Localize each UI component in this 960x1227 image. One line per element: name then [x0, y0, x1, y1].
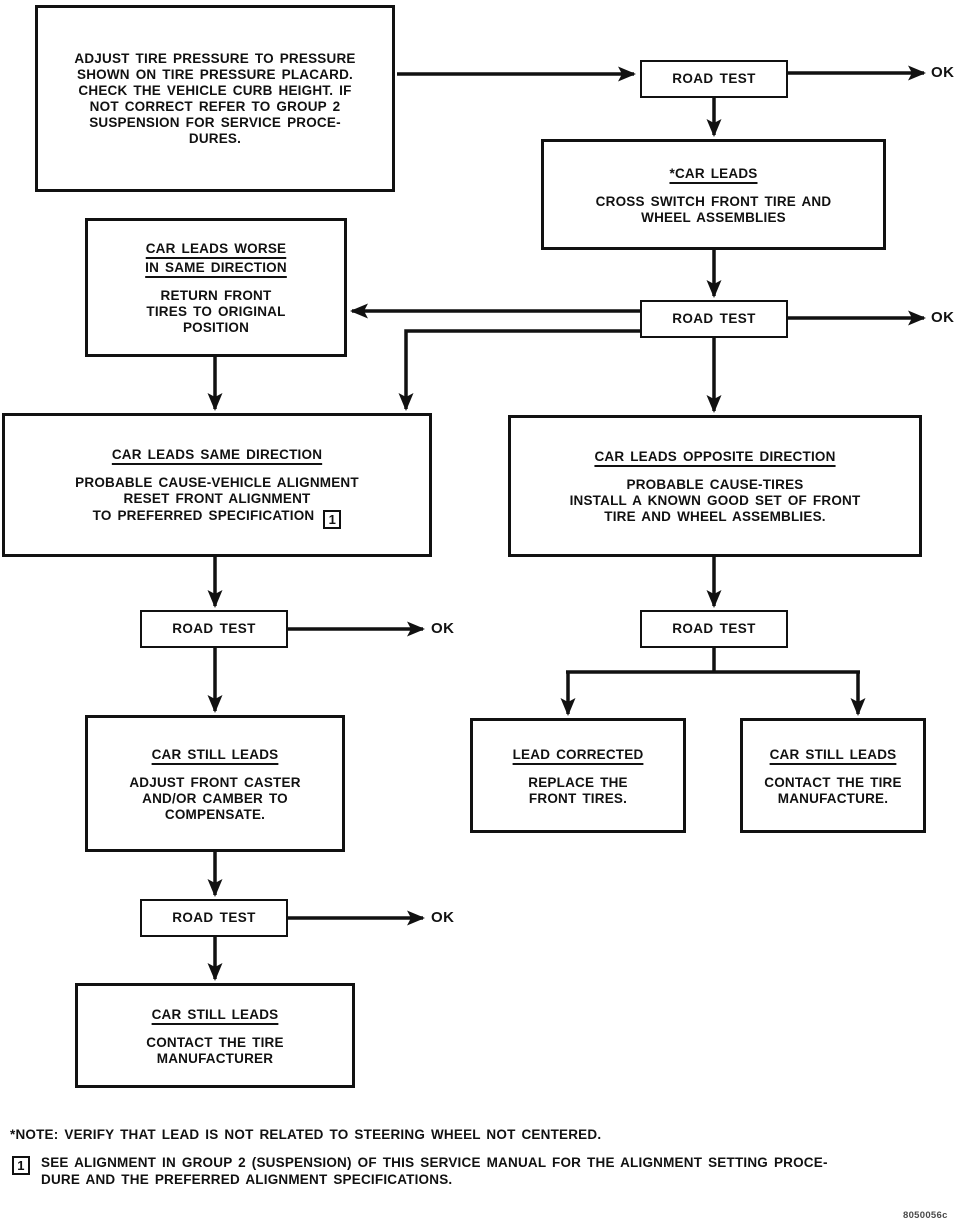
box-body: CONTACT THE TIRE MANUFACTURER	[146, 1034, 284, 1066]
car-leads-same-direction-box: CAR LEADS SAME DIRECTION PROBABLE CAUSE-…	[2, 413, 432, 557]
car-still-leads-caster-box: CAR STILL LEADS ADJUST FRONT CASTER AND/…	[85, 715, 345, 852]
box-body: CROSS SWITCH FRONT TIRE AND WHEEL ASSEMB…	[595, 193, 832, 225]
box-title: CAR STILL LEADS	[769, 746, 897, 762]
road-test-label: ROAD TEST	[172, 621, 256, 636]
car-still-leads-manufacture-box: CAR STILL LEADS CONTACT THE TIRE MANUFAC…	[740, 718, 926, 833]
road-test-label: ROAD TEST	[672, 621, 756, 636]
box-body-last-line: TO PREFERRED SPECIFICATION 1	[92, 507, 342, 529]
ok-label-1: OK	[931, 64, 955, 81]
figure-code: 8050056c	[903, 1210, 948, 1221]
car-leads-opposite-direction-box: CAR LEADS OPPOSITE DIRECTION PROBABLE CA…	[508, 415, 922, 557]
car-still-leads-manufacturer-box: CAR STILL LEADS CONTACT THE TIRE MANUFAC…	[75, 983, 355, 1088]
road-test-box-1: ROAD TEST	[640, 60, 788, 98]
box-body: PROBABLE CAUSE-TIRES INSTALL A KNOWN GOO…	[569, 477, 861, 524]
car-leads-box: *CAR LEADS CROSS SWITCH FRONT TIRE AND W…	[541, 139, 886, 250]
lead-corrected-box: LEAD CORRECTED REPLACE THE FRONT TIRES.	[470, 718, 686, 833]
box-title: LEAD CORRECTED	[512, 746, 644, 762]
ok-label-2: OK	[931, 309, 955, 326]
road-test-box-3: ROAD TEST	[140, 610, 288, 648]
asterisk-note: *NOTE: VERIFY THAT LEAD IS NOT RELATED T…	[10, 1127, 602, 1142]
box-body: ADJUST TIRE PRESSURE TO PRESSURE SHOWN O…	[74, 50, 356, 146]
box-body: ADJUST FRONT CASTER AND/OR CAMBER TO COM…	[129, 774, 301, 822]
box-title: *CAR LEADS	[669, 165, 758, 181]
box-body-text: TO PREFERRED SPECIFICATION	[92, 508, 315, 523]
road-test-box-2: ROAD TEST	[640, 300, 788, 338]
road-test-box-5: ROAD TEST	[140, 899, 288, 937]
box-body: CONTACT THE TIRE MANUFACTURE.	[764, 774, 902, 806]
ok-label-4: OK	[431, 909, 455, 926]
car-leads-worse-box: CAR LEADS WORSE IN SAME DIRECTION RETURN…	[85, 218, 347, 357]
box-body: REPLACE THE FRONT TIRES.	[528, 774, 628, 806]
footnotes: *NOTE: VERIFY THAT LEAD IS NOT RELATED T…	[10, 1126, 950, 1188]
adjust-tire-pressure-box: ADJUST TIRE PRESSURE TO PRESSURE SHOWN O…	[35, 5, 395, 192]
footnote-1: 1 SEE ALIGNMENT IN GROUP 2 (SUSPENSION) …	[10, 1154, 950, 1188]
footnote-1-ref-badge: 1	[323, 509, 342, 529]
box-body: RETURN FRONT TIRES TO ORIGINAL POSITION	[146, 288, 286, 335]
road-test-label: ROAD TEST	[672, 71, 756, 86]
road-test-label: ROAD TEST	[172, 910, 256, 925]
road-test-label: ROAD TEST	[672, 311, 756, 326]
box-title: CAR STILL LEADS	[151, 1006, 279, 1022]
footnote-1-badge: 1	[12, 1156, 30, 1175]
box-title: CAR LEADS SAME DIRECTION	[111, 446, 323, 462]
box-title: CAR LEADS WORSE IN SAME DIRECTION	[145, 241, 287, 275]
box-title: CAR STILL LEADS	[151, 746, 279, 762]
footnote-1-text: SEE ALIGNMENT IN GROUP 2 (SUSPENSION) OF…	[41, 1155, 828, 1187]
box-body: PROBABLE CAUSE-VEHICLE ALIGNMENT RESET F…	[75, 474, 359, 506]
road-test-box-4: ROAD TEST	[640, 610, 788, 648]
ok-label-3: OK	[431, 620, 455, 637]
box-title: CAR LEADS OPPOSITE DIRECTION	[594, 449, 836, 464]
